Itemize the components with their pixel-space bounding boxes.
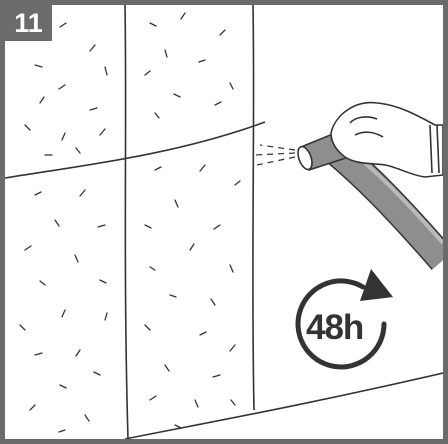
wall-illustration [5,5,443,439]
panel-seam-middle [5,121,266,179]
step-number-badge: 11 [5,5,52,41]
spray-mist [254,144,296,166]
panel-seam-left [124,5,129,439]
panel-seam-right [252,5,255,411]
panel-seam-bottom [124,372,443,439]
cure-time-label: 48h [306,308,364,347]
gloved-hand [330,101,443,178]
plaster-texture [19,12,241,433]
clockwise-arrow-icon [295,269,393,370]
